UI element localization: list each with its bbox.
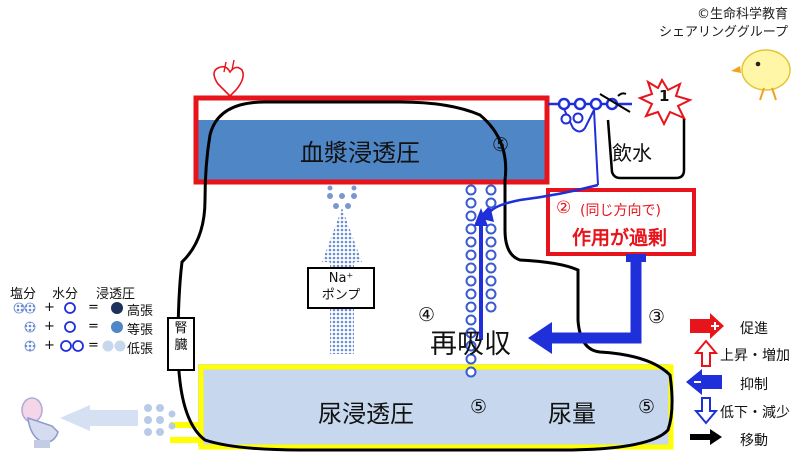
overacting-label: 作用が過剰 bbox=[572, 227, 668, 249]
inhibit-arrow bbox=[548, 258, 642, 344]
legend-row3-eq: = bbox=[88, 338, 99, 353]
drinking-label: 飲水 bbox=[612, 141, 652, 165]
na-pump-box bbox=[307, 267, 375, 309]
kidney-box bbox=[167, 317, 195, 371]
legend-row3-label: 低張 bbox=[127, 342, 154, 357]
same-direction-number: ② bbox=[556, 198, 572, 218]
same-direction-label: (同じ方向で) bbox=[580, 203, 661, 219]
urine-region bbox=[198, 364, 670, 446]
key-inhibit: 抑制 bbox=[740, 377, 768, 393]
credit-line2: シェアリンググループ bbox=[659, 25, 788, 40]
legend-col-salt: 塩分 bbox=[10, 287, 37, 302]
key-promote: 促進 bbox=[740, 321, 768, 337]
key-increase: 上昇・増加 bbox=[720, 348, 790, 364]
explosion-number: 1 bbox=[659, 87, 670, 105]
legend-col-osmo: 浸透圧 bbox=[96, 287, 136, 302]
outflow-arrow bbox=[60, 404, 176, 436]
chick-icon bbox=[731, 49, 791, 101]
body-outline bbox=[176, 100, 674, 452]
urine-volume-number: ⑤ bbox=[638, 396, 656, 418]
osmo-legend-symbols bbox=[13, 302, 126, 352]
legend-col-water: 水分 bbox=[52, 287, 79, 302]
na-pump-line1: Na⁺ bbox=[328, 271, 354, 286]
toilet-icon bbox=[21, 397, 59, 448]
legend-row2-label: 等張 bbox=[127, 323, 154, 338]
legend-row1-plus: + bbox=[44, 300, 55, 315]
legend-row2-eq: = bbox=[88, 319, 99, 334]
plasma-label: 血漿浸透圧 bbox=[300, 139, 420, 167]
urine-osmo-label: 尿浸透圧 bbox=[318, 400, 414, 428]
urine-osmo-number: ⑤ bbox=[470, 396, 488, 418]
legend-row3-plus: + bbox=[44, 338, 55, 353]
heart-icon bbox=[213, 59, 244, 98]
plasma-fill bbox=[197, 120, 547, 182]
thin-blue-arrow bbox=[488, 183, 599, 213]
plasma-number: ⑤ bbox=[492, 134, 510, 156]
cup-icon bbox=[606, 118, 686, 180]
key-move: 移動 bbox=[740, 433, 768, 449]
legend-row2-plus: + bbox=[44, 319, 55, 334]
credit-line1: ©生命科学教育 bbox=[696, 7, 788, 22]
na-pump-line2: ポンプ bbox=[321, 288, 361, 303]
overacting-box bbox=[546, 188, 696, 256]
reabsorption-number: ④ bbox=[418, 304, 436, 326]
key-legend-symbols bbox=[686, 313, 724, 445]
water-arrow-icon bbox=[474, 208, 488, 226]
na-pump-label: Na⁺ ポンプ bbox=[308, 270, 374, 304]
plasma-red-frame bbox=[193, 95, 550, 185]
water-circle-column bbox=[465, 184, 497, 378]
inhibit-number: ③ bbox=[648, 306, 666, 328]
urine-volume-label: 尿量 bbox=[548, 400, 596, 428]
key-decrease: 低下・減少 bbox=[720, 405, 790, 421]
legend-row1-eq: = bbox=[88, 300, 99, 315]
explosion-icon bbox=[637, 77, 693, 127]
reabsorption-label: 再吸収 bbox=[430, 329, 511, 360]
legend-row1-label: 高張 bbox=[127, 304, 154, 319]
kidney-label: 腎臓 bbox=[174, 321, 188, 353]
